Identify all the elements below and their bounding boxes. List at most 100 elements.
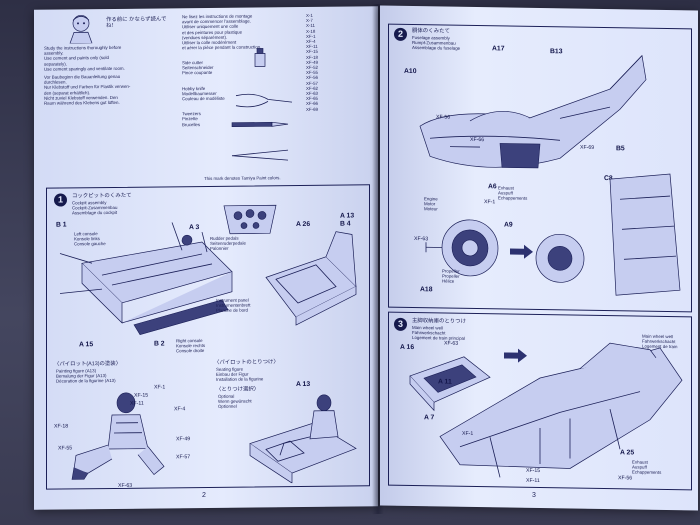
part-label: A18 — [420, 286, 433, 294]
step3-number: 3 — [394, 317, 407, 331]
paint-callout: XF-63 — [118, 482, 133, 489]
instruction-page-right: 2 胴体のくみたて Fuselage assembly Rumpf-Zusamm… — [380, 5, 698, 511]
console-label-line: Console gauche — [74, 241, 106, 247]
part-label: A 16 — [400, 343, 415, 352]
step2-callouts: XF-56 XF-66 XF-63 XF-1 XF-69 — [380, 6, 698, 242]
paint-callout: XF-49 — [176, 436, 191, 443]
seating-title: Seating figure Einbau der Figur Installa… — [216, 366, 264, 383]
painting-callouts: XF-1 XF-15 XF-11 XF-4 XF-18 XF-49 XF-57 … — [34, 6, 378, 488]
part-label: B5 — [616, 145, 625, 153]
painting-title-jp: 〈パイロット(A13)の塗装〉 — [54, 360, 122, 368]
wheel-well-label-line: Logement de train — [642, 344, 678, 350]
step1-title-jp: コックピットのくみたて — [72, 192, 132, 200]
intro-line: Use cement sparingly and ventilate room. — [44, 65, 125, 72]
rudder-pedals-label: Rudder pedals Seitenruderpedale Palonnie… — [210, 236, 246, 252]
part-label: A9 — [504, 221, 513, 229]
step1-title-line: Assemblage du cockpit — [72, 210, 118, 216]
step1-title: Cockpit assembly Cockpit-Zusammenbau Ass… — [72, 200, 117, 216]
option-title-jp: 〈とりつけ選択〉 — [216, 386, 260, 393]
exhaust-label-line: Echappements — [498, 195, 528, 202]
paint-callout: XF-11 — [130, 400, 144, 407]
instruction-page-left: 作る前に かならず読んでね！ Study the instructions th… — [34, 6, 378, 510]
intro-line: Raum während des Klebens gut lüften. — [44, 99, 120, 106]
paint-callout: XF-4 — [174, 406, 186, 413]
paint-callout: XF-63 — [414, 236, 429, 243]
propeller-label: Propeller Propeller Hélice — [442, 268, 460, 284]
paint-code: XF-69 — [306, 106, 318, 112]
paint-list-note: This mark denotes Tamiya Paint colors. — [204, 175, 281, 182]
cowling-drawing — [609, 173, 681, 296]
paint-callout: XF-66 — [470, 136, 485, 144]
paint-callout: XF-69 — [580, 144, 595, 151]
paint-callout: XF-18 — [54, 423, 69, 430]
tools-paragraph: Ne lisez les instructions de montage ava… — [182, 13, 261, 51]
paint-callout: XF-56 — [436, 114, 451, 121]
part-label: A 25 — [620, 449, 635, 457]
tool-label: Couteau de modéliste — [182, 95, 225, 102]
paint-callout: XF-63 — [444, 340, 459, 347]
part-label: B 2 — [154, 340, 165, 348]
tool-label: Brucelles — [182, 121, 201, 127]
paint-callout: XF-56 — [618, 475, 633, 482]
paint-callout: XF-15 — [134, 392, 149, 399]
propeller-drawing — [535, 233, 585, 283]
engine-drawing — [425, 219, 499, 277]
wing-drawing — [439, 342, 683, 478]
part-label: A 26 — [296, 220, 311, 229]
hobby-knife-icon — [231, 121, 289, 128]
propeller-label-line: Hélice — [442, 278, 455, 285]
seating-line: Installation de la figurine — [216, 376, 264, 383]
paint-code-list: X-1 X-7 X-11 X-18 XF-1 XF-4 XF-11 XF-15 … — [306, 13, 318, 112]
paint-callout: XF-15 — [526, 467, 541, 475]
step3-exhaust-label: Exhaust Auspuff Echappements — [632, 459, 661, 475]
tools-list: Side cutter Seitenschneider Pince coupan… — [182, 60, 225, 127]
part-label: B 1 — [56, 221, 67, 229]
part-label: A 3 — [189, 224, 200, 232]
seat-drawing — [265, 231, 357, 326]
arrow-icon — [504, 348, 527, 363]
engine-label: Engine Motor Moteur — [424, 196, 438, 212]
engine-label-line: Moteur — [424, 206, 438, 212]
part-label: A 15 — [79, 341, 94, 349]
step2-title-jp: 胴体のくみたて — [412, 28, 450, 35]
step2-number: 2 — [394, 27, 407, 41]
seated-pilot-drawing — [249, 394, 357, 484]
intro-paragraph: Study the instructions thoroughly before… — [44, 45, 130, 106]
tweezers-icon — [231, 149, 289, 161]
part-label: A10 — [404, 67, 417, 76]
paint-callout: XF-1 — [462, 430, 474, 437]
instrument-panel-drawing — [223, 204, 277, 235]
seating-title-jp: 〈パイロットのとりつけ〉 — [214, 359, 279, 366]
step3-callouts: XF-63 XF-1 XF-15 XF-11 XF-56 — [380, 6, 698, 485]
part-label: A 13 — [340, 212, 355, 220]
paint-callout: XF-1 — [484, 199, 496, 206]
wheel-well-label: Main wheel well Fahrwerkschacht Logement… — [642, 334, 677, 350]
left-console-label: Left console Konsole links Console gauch… — [74, 231, 106, 247]
paint-callout: XF-11 — [526, 477, 540, 485]
paint-callout: XF-55 — [58, 445, 73, 452]
cockpit-floor-drawing — [59, 222, 233, 336]
part-label: A 11 — [438, 378, 452, 386]
side-cutter-icon — [235, 93, 293, 108]
part-label: A17 — [492, 45, 505, 53]
pilot-figure-drawing — [71, 392, 165, 480]
cement-bottle-icon — [254, 48, 266, 67]
intro-heading: 作る前に かならず読んでね！ — [106, 16, 167, 30]
paint-callout: XF-57 — [176, 454, 191, 461]
pedals-label-line: Palonnier — [210, 246, 229, 252]
part-label: B13 — [550, 48, 563, 56]
part-label: B 4 — [340, 220, 351, 228]
instrument-panel-label: Instrument panel Instrumentenbrett Planc… — [216, 298, 250, 314]
painting-title: Painting figure (A13) Bemalung der Figur… — [56, 368, 116, 384]
mascot-illustration — [69, 14, 93, 44]
page-number-right: 3 — [532, 491, 536, 499]
fuselage-drawing — [419, 54, 647, 169]
console-label-line: Console droite — [176, 348, 205, 354]
panel-label-line: Planche de bord — [216, 307, 248, 314]
wheel-well-drawing — [409, 356, 491, 412]
part-label: A 13 — [296, 380, 311, 389]
exhaust-label: Exhaust Auspuff Echappements — [498, 185, 527, 201]
right-console-label: Right console Konsole rechts Console dro… — [176, 338, 205, 354]
painting-line: Décoration de la figurine (A13) — [56, 378, 116, 384]
